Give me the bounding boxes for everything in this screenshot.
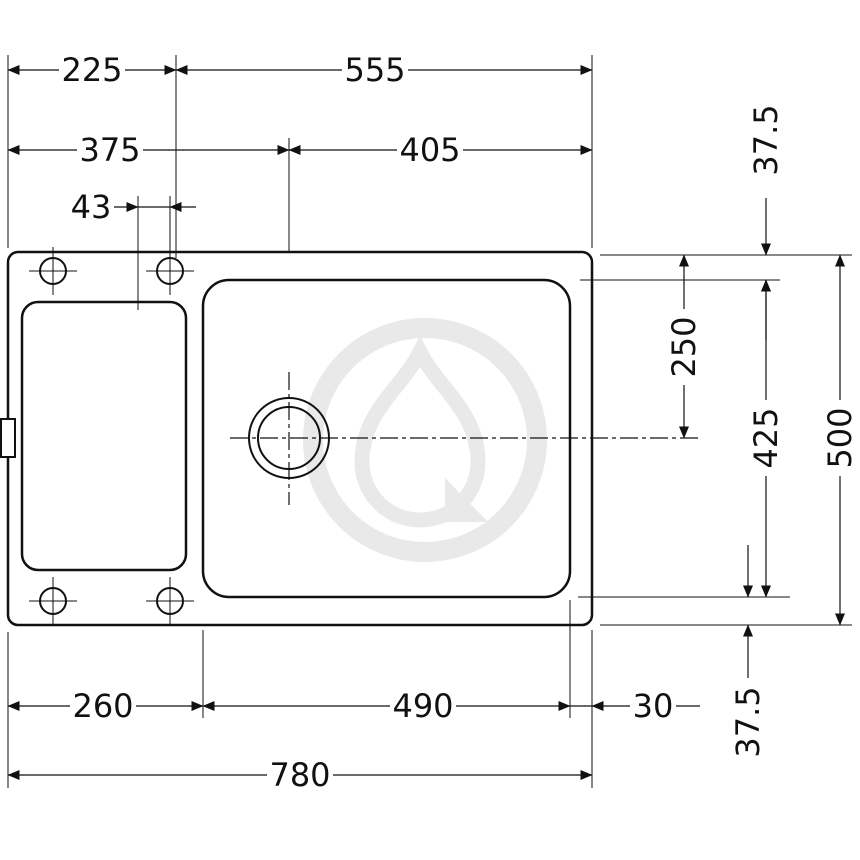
dim-label-37-5-top: 37.5 [747,104,785,175]
mounting-hole-bottom-right [146,577,194,625]
centerlines [230,372,700,505]
dim-label-37-5-bottom: 37.5 [729,686,767,757]
dim-label-375: 375 [79,131,140,169]
dim-label-225: 225 [61,51,122,89]
dim-label-490: 490 [392,687,453,725]
dim-label-260: 260 [72,687,133,725]
mounting-hole-top-left [29,247,77,295]
mounting-hole-bottom-left [29,577,77,625]
dim-label-500: 500 [821,407,859,468]
mounting-hole-top-right [146,247,194,295]
franke-watermark-logo [303,318,547,562]
label-backgrounds [59,54,856,791]
dim-label-405: 405 [399,131,460,169]
overflow-marker [0,418,16,458]
dim-label-30: 30 [633,687,674,725]
dim-label-250: 250 [665,316,703,377]
dim-label-425: 425 [747,407,785,468]
drainer-area-outline [20,300,188,572]
dim-label-780: 780 [269,756,330,794]
dim-label-43: 43 [71,188,112,226]
dim-label-555: 555 [344,51,405,89]
